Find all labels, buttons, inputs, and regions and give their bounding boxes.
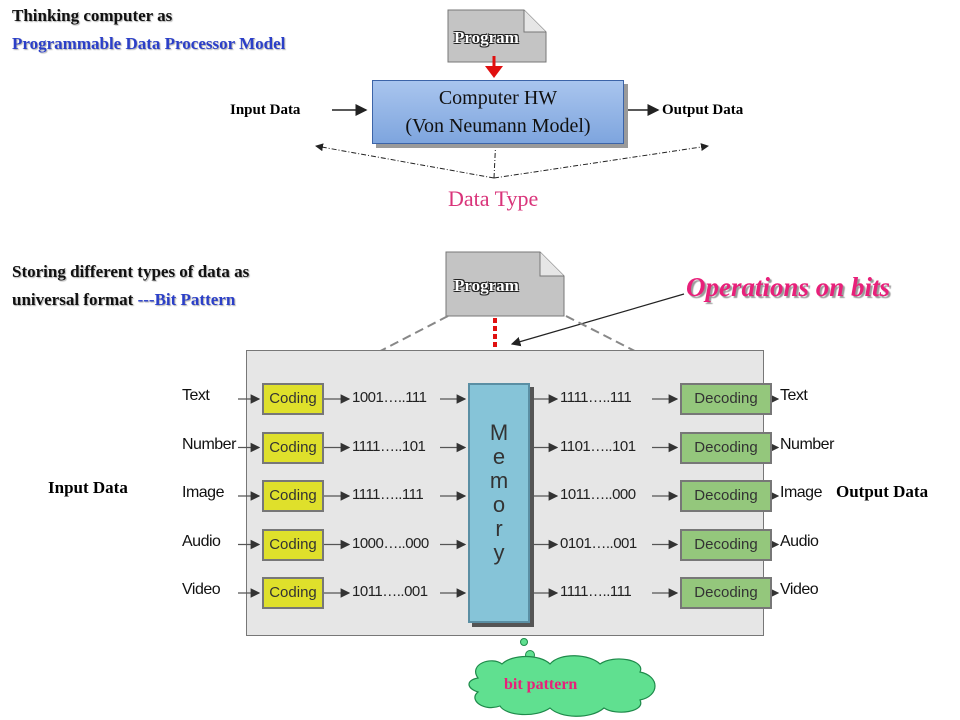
coding-box-image: Coding [262, 480, 324, 512]
output-bits-image: 1011…..000 [560, 486, 636, 503]
output-bits-audio: 0101…..001 [560, 534, 637, 552]
top-heading-line1: Thinking computer as [12, 6, 173, 25]
input-type-image: Image [182, 484, 224, 501]
input-type-text: Text [182, 387, 210, 404]
output-bits-number: 1101…..101 [560, 437, 636, 455]
output-type-text: Text [780, 387, 808, 404]
bottom-heading-line1: Storing different types of data as [12, 262, 250, 281]
top-program-label: Program [454, 28, 519, 47]
computer-hw-line2: (Von Neumann Model) [405, 115, 591, 137]
output-bits-video: 1111…..111 [560, 583, 632, 600]
bottom-heading-line2: universal format ---Bit Pattern [12, 290, 235, 310]
coding-box-number: Coding [262, 431, 324, 464]
operations-pointer [510, 293, 685, 347]
decoding-box-text: Decoding [680, 383, 772, 415]
top-heading-line2: Programmable Data Processor Model [12, 34, 286, 53]
decoding-box-image: Decoding [680, 480, 772, 512]
input-bits-number: 1111…..101 [352, 437, 426, 455]
top-program-document [447, 9, 547, 63]
output-bits-text: 1111…..111 [560, 389, 632, 406]
memory-letter-1: e [492, 444, 506, 469]
coding-box-video: Coding [262, 577, 324, 609]
output-type-audio: Audio [780, 532, 819, 550]
input-type-video: Video [182, 581, 221, 598]
input-bits-image: 1111…..111 [352, 486, 424, 503]
input-bits-audio: 1000…..000 [352, 534, 429, 552]
top-output-data-label: Output Data [662, 102, 744, 118]
bottom-program-label: Program [454, 276, 519, 295]
bottom-heading-suffix: ---Bit Pattern [137, 290, 236, 309]
output-type-number: Number [780, 435, 834, 453]
coding-box-audio: Coding [262, 528, 324, 561]
memory-letter-0: M [489, 420, 509, 445]
memory-letter-2: m [489, 468, 509, 493]
input-type-audio: Audio [182, 532, 221, 550]
data-type-label: Data Type [448, 186, 539, 211]
decoding-box-number: Decoding [680, 431, 772, 464]
operations-on-bits-label: Operations on bits [686, 272, 891, 302]
bit-pattern-cloud [468, 655, 656, 717]
bottom-input-data-label: Input Data [48, 478, 128, 497]
memory-letter-3: o [492, 492, 506, 517]
decoding-box-audio: Decoding [680, 528, 772, 561]
bottom-program-document [445, 251, 565, 317]
top-input-data-label: Input Data [230, 102, 301, 118]
top-red-arrow [485, 66, 503, 78]
bottom-heading-prefix: universal format [12, 290, 138, 309]
memory-letter-4: r [495, 516, 503, 541]
memory-letter-5: y [493, 540, 505, 565]
bottom-output-data-label: Output Data [836, 482, 929, 501]
decoding-box-video: Decoding [680, 577, 772, 609]
output-type-image: Image [780, 484, 822, 501]
computer-hw-line1: Computer HW [438, 87, 558, 109]
input-bits-text: 1001…..111 [352, 389, 427, 406]
output-type-video: Video [780, 581, 819, 598]
input-type-number: Number [182, 435, 236, 453]
coding-box-text: Coding [262, 383, 324, 415]
computer-hw-box: Computer HW (Von Neumann Model) [372, 80, 624, 144]
bit-pattern-label: bit pattern [504, 676, 578, 693]
input-bits-video: 1011…..001 [352, 583, 428, 600]
